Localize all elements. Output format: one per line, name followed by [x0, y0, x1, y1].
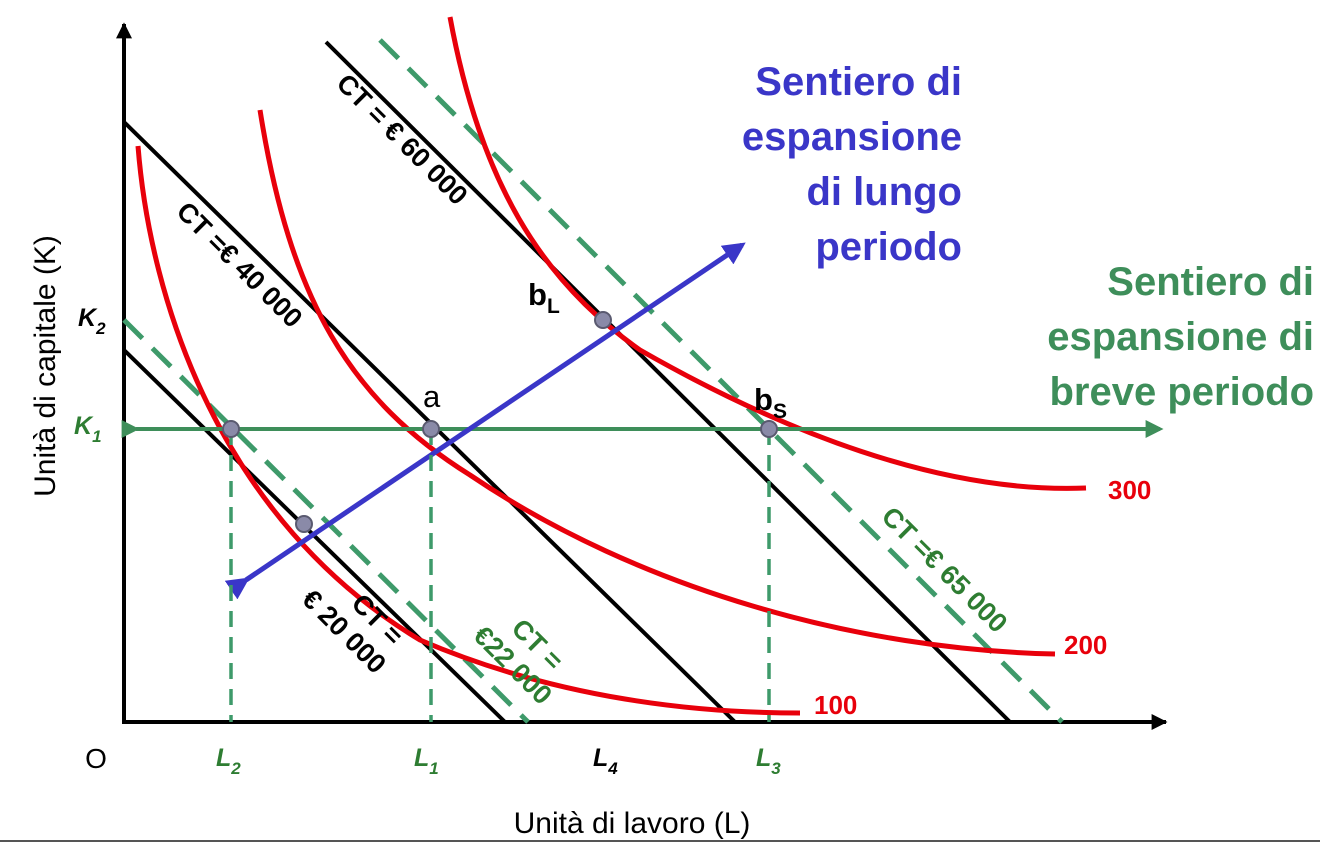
point-marker-bs	[760, 420, 778, 438]
isoquant-100	[135, 145, 801, 716]
point-marker-a	[422, 420, 440, 438]
tick-k1: K1	[74, 412, 102, 446]
long-run-path-label-line3: di lungo	[806, 170, 962, 214]
point-marker-l2	[222, 420, 240, 438]
isoquant-label-100: 100	[814, 690, 857, 720]
point-label-a: a	[423, 379, 441, 414]
point-marker-low	[295, 515, 313, 533]
isoquant-label-300: 300	[1108, 475, 1151, 505]
long-run-path-label: Sentiero di espansione di lungo periodo	[742, 60, 962, 269]
tick-k2: K2	[78, 304, 106, 338]
short-run-path-label: Sentiero di espansione di breve periodo	[1047, 260, 1314, 414]
isoquant-label-200: 200	[1064, 630, 1107, 660]
x-axis-title: Unità di lavoro (L)	[514, 807, 751, 840]
tick-l3: L3	[756, 744, 781, 778]
tick-l4: L4	[593, 744, 618, 778]
short-run-path-label-line2: espansione di	[1047, 315, 1314, 359]
tick-l1: L1	[414, 744, 439, 778]
short-run-path-label-line1: Sentiero di	[1107, 260, 1314, 304]
short-run-path-label-line3: breve periodo	[1049, 370, 1314, 414]
origin-label: O	[85, 743, 107, 774]
point-label-bl: bL	[528, 277, 560, 318]
long-run-path-label-line4: periodo	[815, 225, 962, 269]
isocost-label-40000: CT =€ 40 000	[171, 196, 308, 333]
point-marker-bl	[594, 311, 612, 329]
long-run-path-label-line2: espansione	[742, 115, 962, 159]
isocost-label-20000: CT = € 20 000	[296, 584, 409, 680]
y-axis-title: Unità di capitale (K)	[29, 235, 62, 497]
isocost-line-22000	[122, 318, 530, 724]
long-run-path-label-line1: Sentiero di	[755, 60, 962, 104]
isocost-label-60000: CT = € 60 000	[331, 68, 474, 211]
isocost-label-22000: CT = €22 000	[468, 613, 569, 710]
isocost-label-65000: CT =€ 65 000	[876, 501, 1013, 638]
long-run-expansion-path	[224, 242, 746, 600]
point-label-bs: bS	[754, 382, 787, 423]
tick-l2: L2	[216, 744, 241, 778]
